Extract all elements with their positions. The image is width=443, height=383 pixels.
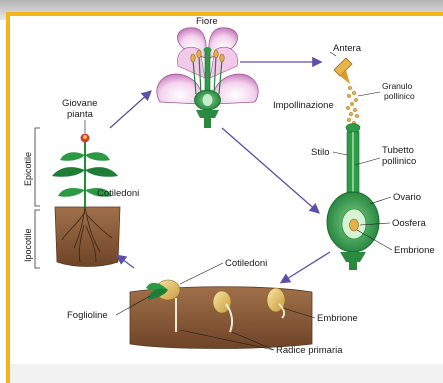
arrow-seed-to-plant: [118, 256, 134, 268]
arrow-plant-to-flower: [110, 92, 150, 128]
pollen-grains: [346, 86, 359, 125]
label-oosfera: Oosfera: [392, 218, 427, 229]
label-cotiledoni-bottom: Cotiledoni: [225, 258, 267, 269]
label-embrione-right: Embrione: [394, 245, 435, 256]
label-antera: Antera: [333, 43, 362, 54]
label-giovane: Giovane: [62, 98, 97, 109]
label-pianta: pianta: [67, 109, 94, 120]
label-pollinico-1: pollinico: [384, 91, 415, 101]
germination-illustration: [130, 280, 312, 349]
arrow-pistil-to-seed: [282, 252, 330, 282]
label-stilo: Stilo: [311, 147, 329, 158]
label-cotiledoni-left: Cotiledoni: [97, 188, 139, 199]
flower-illustration: [157, 28, 258, 128]
label-embrione-bottom: Embrione: [317, 313, 358, 324]
label-pollinico-2: pollinico: [382, 156, 416, 167]
label-impollinazione: Impollinazione: [273, 100, 334, 111]
label-radice-primaria: Radice primaria: [276, 345, 343, 356]
arrow-flower-to-pistil: [222, 128, 318, 212]
pistil-section: [327, 124, 379, 271]
label-ipocotile: Ipocotile: [23, 228, 33, 262]
young-plant-illustration: [52, 134, 120, 267]
label-ovario: Ovario: [393, 192, 421, 203]
epicotile-bracket: [35, 128, 40, 206]
anther-illustration: [330, 52, 352, 84]
label-foglioline: Foglioline: [67, 310, 108, 321]
label-epicotile: Epicotile: [23, 152, 33, 186]
label-tubetto: Tubetto: [382, 145, 414, 156]
ipocotile-bracket: [35, 210, 40, 268]
label-fiore: Fiore: [196, 16, 218, 27]
label-granulo: Granulo: [382, 81, 413, 91]
